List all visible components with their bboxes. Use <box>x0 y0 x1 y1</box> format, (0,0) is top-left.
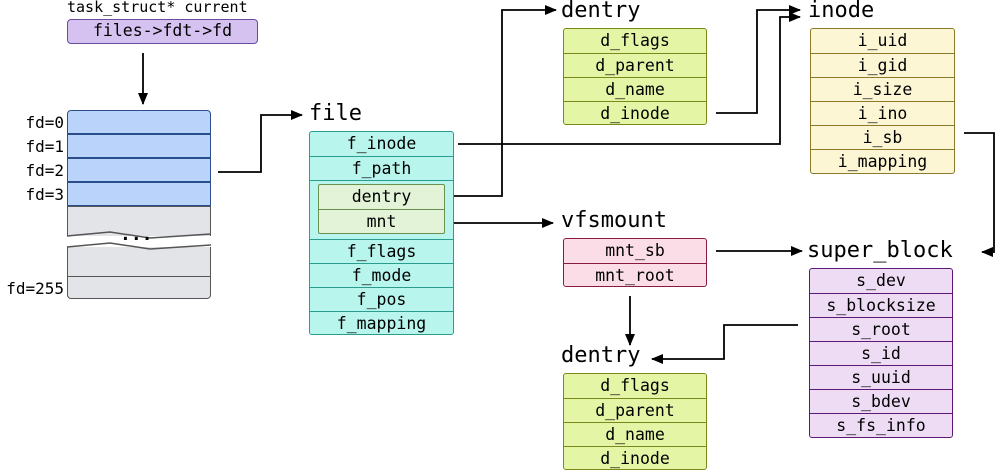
file-field-f-pos: f_pos <box>310 287 453 311</box>
super-block-title: super_block <box>807 238 953 263</box>
path-field-mnt: mnt <box>319 208 444 233</box>
dentry-bottom-field-d-flags: d_flags <box>600 376 670 395</box>
inode-field-i-sb: i_sb <box>811 125 954 149</box>
dentry-bottom-field-d-parent: d_parent <box>564 398 706 422</box>
sb-field-s-id: s_id <box>810 341 952 365</box>
super-block-struct: s_dev s_blocksize s_root s_id s_uuid s_b… <box>809 268 953 438</box>
fd-label-2: fd=2 <box>25 161 64 180</box>
dentry-top-struct: d_flags d_parent d_name d_inode <box>563 28 707 125</box>
file-field-f-inode: f_inode <box>346 134 417 153</box>
path-field-dentry: dentry <box>351 187 412 206</box>
inode-field-i-mapping: i_mapping <box>811 149 954 173</box>
fd-slot-0 <box>67 110 211 134</box>
arrow-finode-to-inode <box>458 12 801 145</box>
fd-label-3: fd=3 <box>25 185 64 204</box>
current-expr-box: files->fdt->fd <box>67 19 258 44</box>
fd-slot-3 <box>67 182 211 206</box>
file-field-f-mode: f_mode <box>310 263 453 287</box>
dentry-bottom-field-d-inode: d_inode <box>564 446 706 470</box>
dentry-top-title: dentry <box>561 0 641 23</box>
fd-slot-gap-lower <box>67 247 211 277</box>
sb-field-s-dev: s_dev <box>856 271 906 290</box>
inode-field-i-gid: i_gid <box>811 53 954 77</box>
dentry-bottom-title: dentry <box>561 343 641 368</box>
sb-field-s-root: s_root <box>810 317 952 341</box>
arrow-sroot-to-dentry <box>651 324 798 364</box>
fd-slot-1 <box>67 134 211 158</box>
sb-field-s-fs-info: s_fs_info <box>810 413 952 437</box>
fd-slot-255 <box>67 276 211 299</box>
dentry-top-field-d-flags: d_flags <box>600 31 670 50</box>
arrow-dentry-to-dentry <box>453 5 557 197</box>
file-path-struct: dentry mnt <box>318 184 445 234</box>
fd-slot-2 <box>67 158 211 182</box>
vfsmount-field-mnt-sb: mnt_sb <box>605 241 665 260</box>
current-label: task_struct* current <box>67 0 248 16</box>
sb-field-s-bdev: s_bdev <box>810 389 952 413</box>
dentry-top-field-d-name: d_name <box>564 77 706 101</box>
file-field-f-flags: f_flags <box>310 239 453 263</box>
fd-label-0: fd=0 <box>25 113 64 132</box>
arrow-dinode-to-inode <box>716 5 801 114</box>
inode-field-i-size: i_size <box>811 77 954 101</box>
fd-label-255: fd=255 <box>6 279 64 298</box>
dentry-bottom-struct: d_flags d_parent d_name d_inode <box>563 373 707 470</box>
file-field-f-path: f_path <box>310 156 453 180</box>
arrow-fdtable-to-file <box>218 110 303 173</box>
vfsmount-field-mnt-root: mnt_root <box>564 263 706 287</box>
inode-title: inode <box>808 0 875 23</box>
fd-ellipsis: ... <box>120 224 153 245</box>
vfsmount-struct: mnt_sb mnt_root <box>563 238 707 287</box>
inode-struct: i_uid i_gid i_size i_ino i_sb i_mapping <box>810 28 955 174</box>
inode-field-i-ino: i_ino <box>811 101 954 125</box>
file-title: file <box>309 101 362 126</box>
file-path-area <box>310 180 453 239</box>
dentry-top-field-d-parent: d_parent <box>564 53 706 77</box>
sb-field-s-blocksize: s_blocksize <box>810 293 952 317</box>
arrow-isb-to-superblock <box>964 132 995 257</box>
file-field-f-mapping: f_mapping <box>310 311 453 335</box>
inode-field-i-uid: i_uid <box>857 31 908 50</box>
dentry-top-field-d-inode: d_inode <box>564 101 706 125</box>
fd-slot-gap-upper <box>67 206 211 236</box>
fd-label-1: fd=1 <box>25 137 64 156</box>
sb-field-s-uuid: s_uuid <box>810 365 952 389</box>
dentry-bottom-field-d-name: d_name <box>564 422 706 446</box>
vfsmount-title: vfsmount <box>561 208 667 233</box>
